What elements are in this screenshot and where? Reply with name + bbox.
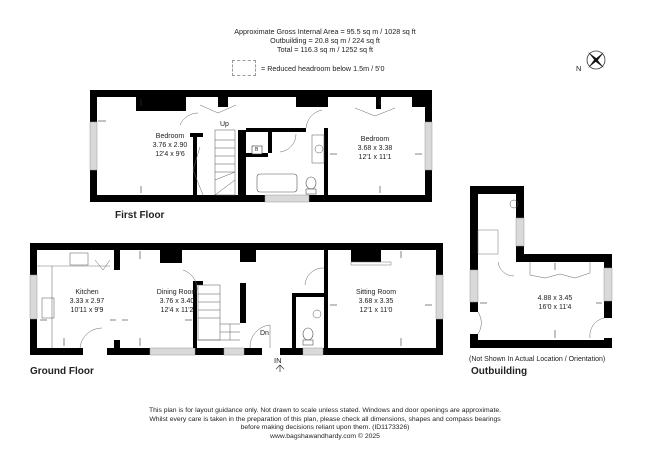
room-metric: 3.76 x 3.40 [159, 298, 195, 305]
disclaimer-line-2: Whilst every care is taken in the prepar… [149, 415, 501, 423]
legend-label: = Reduced headroom below 1.5m / 5'0 [261, 63, 385, 73]
room-metric: 3.68 x 3.35 [358, 298, 394, 305]
compass: N [576, 47, 626, 83]
ground-floor-title: Ground Floor [30, 366, 94, 377]
compass-north-label: N [576, 64, 582, 73]
first-floor-title: First Floor [115, 210, 165, 221]
room-name: Sitting Room [355, 289, 397, 296]
room-outbuilding: 4.88 x 3.45 16'0 x 11'4 [515, 294, 595, 312]
website-copyright: www.bagshawandhardy.com © 2025 [270, 432, 380, 440]
room-metric: 4.88 x 3.45 [537, 295, 573, 302]
room-imperial: 12'4 x 11'2 [160, 307, 194, 314]
boiler-cupboard-label: B [255, 147, 259, 153]
room-name: Kitchen [75, 289, 99, 296]
room-sitting-room: Sitting Room 3.68 x 3.35 12'1 x 11'0 [336, 288, 416, 315]
outbuilding-area: Outbuilding = 20.8 sq m / 224 sq ft [270, 36, 380, 45]
room-metric: 3.76 x 2.90 [152, 142, 188, 149]
room-metric: 3.33 x 2.97 [69, 298, 105, 305]
room-imperial: 10'11 x 9'9 [70, 307, 104, 314]
stairs-up-label: Up [220, 121, 229, 128]
room-dining-room: Dining Room 3.76 x 3.40 12'4 x 11'2 [137, 288, 217, 315]
gross-internal-area: Approximate Gross Internal Area = 95.5 s… [234, 27, 416, 36]
reduced-headroom-swatch [232, 60, 256, 76]
disclaimer-line-1: This plan is for layout guidance only. N… [149, 407, 501, 414]
room-name: Bedroom [360, 136, 390, 143]
legend: = Reduced headroom below 1.5m / 5'0 [232, 60, 384, 76]
first-floor-plan [89, 90, 433, 203]
stairs-down-label: Dn [260, 330, 269, 337]
outbuilding-title: Outbuilding [471, 366, 528, 377]
room-name: Dining Room [156, 289, 198, 296]
disclaimer: This plan is for layout guidance only. N… [0, 407, 650, 441]
compass-rose-icon [586, 50, 606, 70]
outbuilding-plan [469, 186, 613, 348]
room-metric: 3.68 x 3.38 [357, 145, 393, 152]
room-imperial: 12'4 x 9'6 [155, 151, 185, 158]
outbuilding-note: (Not Shown In Actual Location / Orientat… [469, 356, 606, 363]
disclaimer-line-3: before making decisions reliant upon the… [240, 424, 410, 432]
total-area: Total = 116.3 sq m / 1252 sq ft [277, 45, 373, 54]
room-imperial: 12'1 x 11'1 [358, 154, 392, 161]
ground-floor-plan [29, 243, 444, 372]
room-kitchen: Kitchen 3.33 x 2.97 10'11 x 9'9 [52, 288, 122, 315]
room-imperial: 12'1 x 11'0 [359, 307, 393, 314]
entrance-label: IN [274, 356, 282, 365]
room-bedroom-1: Bedroom 3.76 x 2.90 12'4 x 9'6 [135, 132, 205, 159]
room-name: Bedroom [155, 133, 185, 140]
room-bedroom-2: Bedroom 3.68 x 3.38 12'1 x 11'1 [340, 135, 410, 162]
room-imperial: 16'0 x 11'4 [538, 304, 572, 311]
